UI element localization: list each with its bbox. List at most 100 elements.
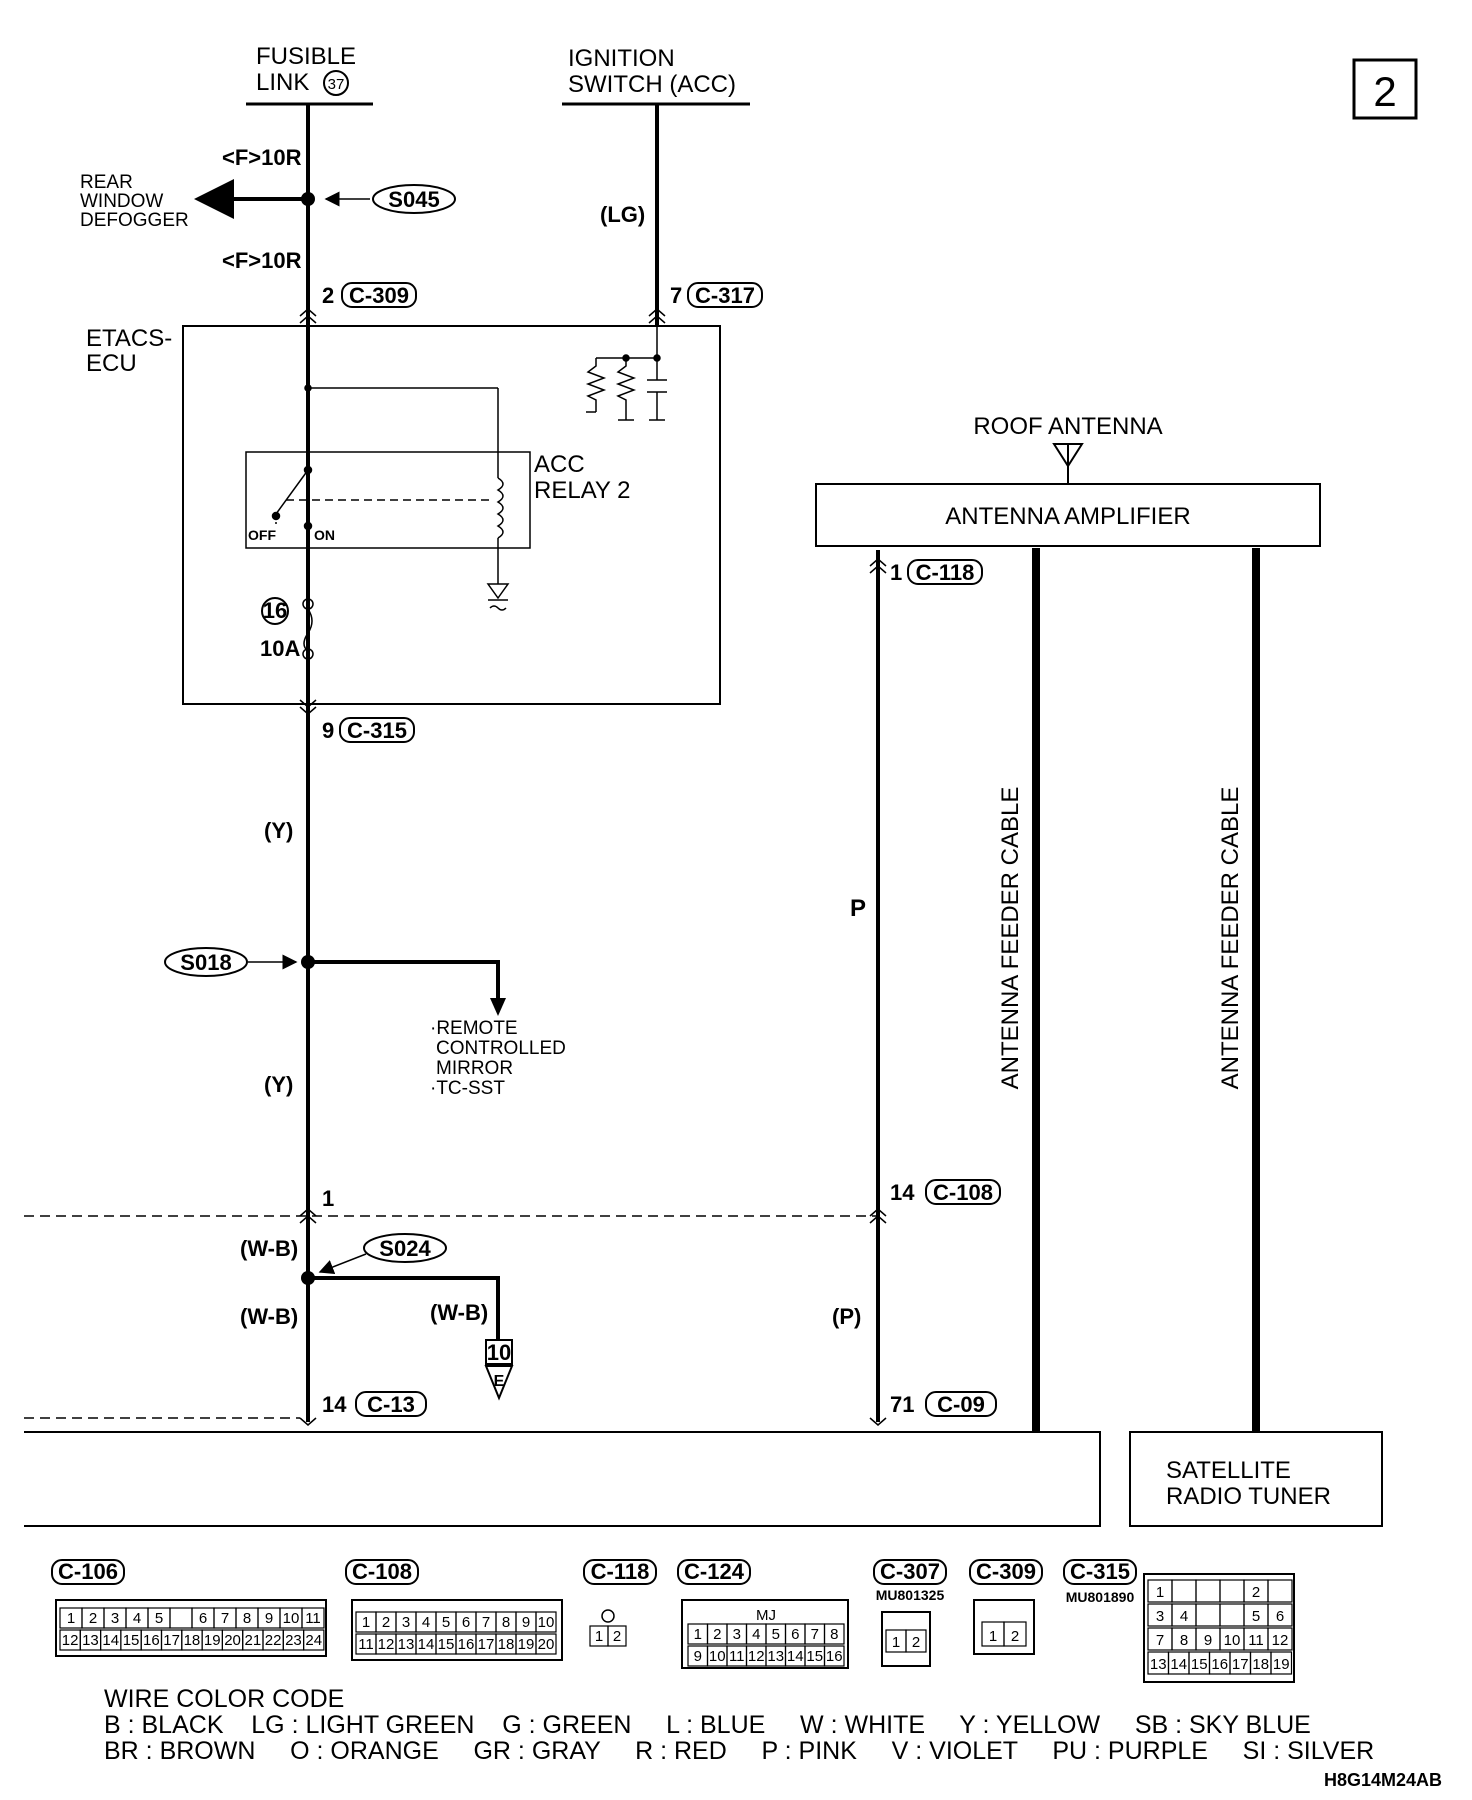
c108-pin: 7 — [482, 1614, 490, 1631]
c108-pin: 10 — [538, 1614, 555, 1631]
page-number-box: 2 — [1352, 58, 1418, 120]
c106-pin: 18 — [184, 1632, 201, 1649]
callout-c108: 14 C-108 — [890, 1179, 1001, 1205]
legend-title: WIRE COLOR CODE — [104, 1685, 345, 1713]
c106-pin: 4 — [133, 1610, 141, 1627]
c315-pin: 4 — [1180, 1608, 1188, 1625]
c108-pin: 16 — [458, 1636, 475, 1653]
c315-pin: 3 — [1156, 1608, 1164, 1625]
switch-off-label: OFF — [248, 527, 276, 543]
antenna-amplifier-label: ANTENNA AMPLIFIER — [945, 503, 1190, 530]
wire-y-1: (Y) — [264, 818, 293, 843]
c108-pin: 17 — [478, 1636, 495, 1653]
c315-pin: 5 — [1252, 1608, 1260, 1625]
connector-c108-label: C-108 — [352, 1559, 412, 1584]
svg-text:C-09: C-09 — [937, 1392, 985, 1417]
etacs-label-2: ECU — [86, 350, 137, 377]
fusible-link-label-2: LINK — [256, 69, 309, 96]
c106-pin: 1 — [67, 1610, 75, 1627]
svg-text:2: 2 — [322, 283, 334, 308]
wire-f10r-bottom: <F>10R — [222, 248, 302, 273]
svg-text:1: 1 — [890, 560, 902, 585]
c124-pin: 15 — [806, 1648, 823, 1665]
splice-s045: S045 — [388, 187, 439, 212]
c108-pin: 15 — [438, 1636, 455, 1653]
callout-c317: 7 C-317 — [670, 282, 763, 308]
c315-pin: 15 — [1191, 1656, 1208, 1673]
ignition-label-1: IGNITION — [568, 45, 675, 72]
c124-pin: 13 — [767, 1648, 784, 1665]
joint-pin: 1 — [322, 1186, 334, 1211]
acc-relay-label-1: ACC — [534, 451, 585, 478]
c124-pin: 12 — [748, 1648, 765, 1665]
legend-row-1: B : BLACK LG : LIGHT GREEN G : GREEN L :… — [104, 1711, 1311, 1739]
c108-pin: 3 — [402, 1614, 410, 1631]
satellite-tuner-box — [1129, 1431, 1383, 1527]
connector-c307-label: C-307 — [880, 1559, 940, 1584]
c315-pin: 12 — [1272, 1632, 1289, 1649]
mirror-dest-3: MIRROR — [436, 1058, 513, 1079]
c307-pin: 2 — [912, 1634, 920, 1651]
wire-y-2: (Y) — [264, 1072, 293, 1097]
svg-text:14: 14 — [890, 1180, 915, 1205]
sat-tuner-label-1: SATELLITE — [1166, 1457, 1291, 1484]
splice-dot-s045 — [301, 192, 315, 206]
c118-pin: 2 — [613, 1628, 621, 1645]
connector-c315-label: C-315 — [1070, 1559, 1130, 1584]
sat-tuner-label-2: RADIO TUNER — [1166, 1483, 1331, 1510]
c106-pin: 8 — [243, 1610, 251, 1627]
c106-pin: 2 — [89, 1610, 97, 1627]
c106-pin: 3 — [111, 1610, 119, 1627]
c108-pin: 20 — [538, 1636, 555, 1653]
mirror-dest-4: ·TC-SST — [430, 1078, 505, 1099]
mirror-dest-1: ·REMOTE — [430, 1018, 518, 1039]
c106-pin: 20 — [224, 1632, 241, 1649]
c108-pin: 14 — [418, 1636, 435, 1653]
svg-text:C-108: C-108 — [933, 1180, 993, 1205]
connector-c124-label: C-124 — [684, 1559, 745, 1584]
c106-pin: 23 — [285, 1632, 302, 1649]
c124-pin: 2 — [713, 1626, 721, 1643]
c118-pin: 1 — [595, 1628, 603, 1645]
c106-pin: 13 — [82, 1632, 99, 1649]
c106-pin: 5 — [155, 1610, 163, 1627]
c307-part: MU801325 — [876, 1587, 945, 1603]
c108-pin: 5 — [442, 1614, 450, 1631]
c106-pin: 6 — [199, 1610, 207, 1627]
c108-pin: 6 — [462, 1614, 470, 1631]
wire-color-legend: WIRE COLOR CODE B : BLACK LG : LIGHT GRE… — [104, 1686, 1404, 1764]
c315-pin: 11 — [1248, 1632, 1264, 1649]
c106-pin: 16 — [143, 1632, 160, 1649]
c315-pin: 8 — [1180, 1632, 1188, 1649]
callout-c118: 1 C-118 — [890, 559, 983, 585]
rear-defogger-3: DEFOGGER — [80, 210, 189, 231]
c106-pin: 24 — [305, 1632, 322, 1649]
c106-pin: 14 — [102, 1632, 119, 1649]
c124-pin: 9 — [694, 1648, 702, 1665]
acc-relay-label-2: RELAY 2 — [534, 477, 631, 504]
svg-text:C-118: C-118 — [916, 560, 975, 585]
c315-pin: 1 — [1156, 1584, 1164, 1601]
svg-text:71: 71 — [890, 1392, 914, 1417]
c108-pin: 12 — [378, 1636, 395, 1653]
svg-text:C-317: C-317 — [695, 283, 755, 308]
c124-pin: 8 — [830, 1626, 838, 1643]
svg-text:14: 14 — [322, 1392, 347, 1417]
fuse-amp: 10A — [260, 636, 300, 661]
c108-pin: 18 — [498, 1636, 515, 1653]
c124-pin: 4 — [752, 1626, 760, 1643]
etacs-ecu-box — [182, 325, 721, 705]
wire-wb-2: (W-B) — [240, 1304, 298, 1329]
splice-s045-oval — [372, 184, 456, 214]
wire-lg: (LG) — [600, 202, 645, 227]
c106-pin: 9 — [265, 1610, 273, 1627]
c315-pin: 9 — [1204, 1632, 1212, 1649]
fusible-link-label-1: FUSIBLE — [256, 43, 356, 70]
c108-pin: 4 — [422, 1614, 430, 1631]
c309-pin: 2 — [1011, 1628, 1019, 1645]
callout-c13: 14 C-13 — [322, 1391, 427, 1417]
connector-c118-label: C-118 — [591, 1559, 650, 1584]
c124-pin: 3 — [733, 1626, 741, 1643]
c106-pin: 15 — [123, 1632, 140, 1649]
